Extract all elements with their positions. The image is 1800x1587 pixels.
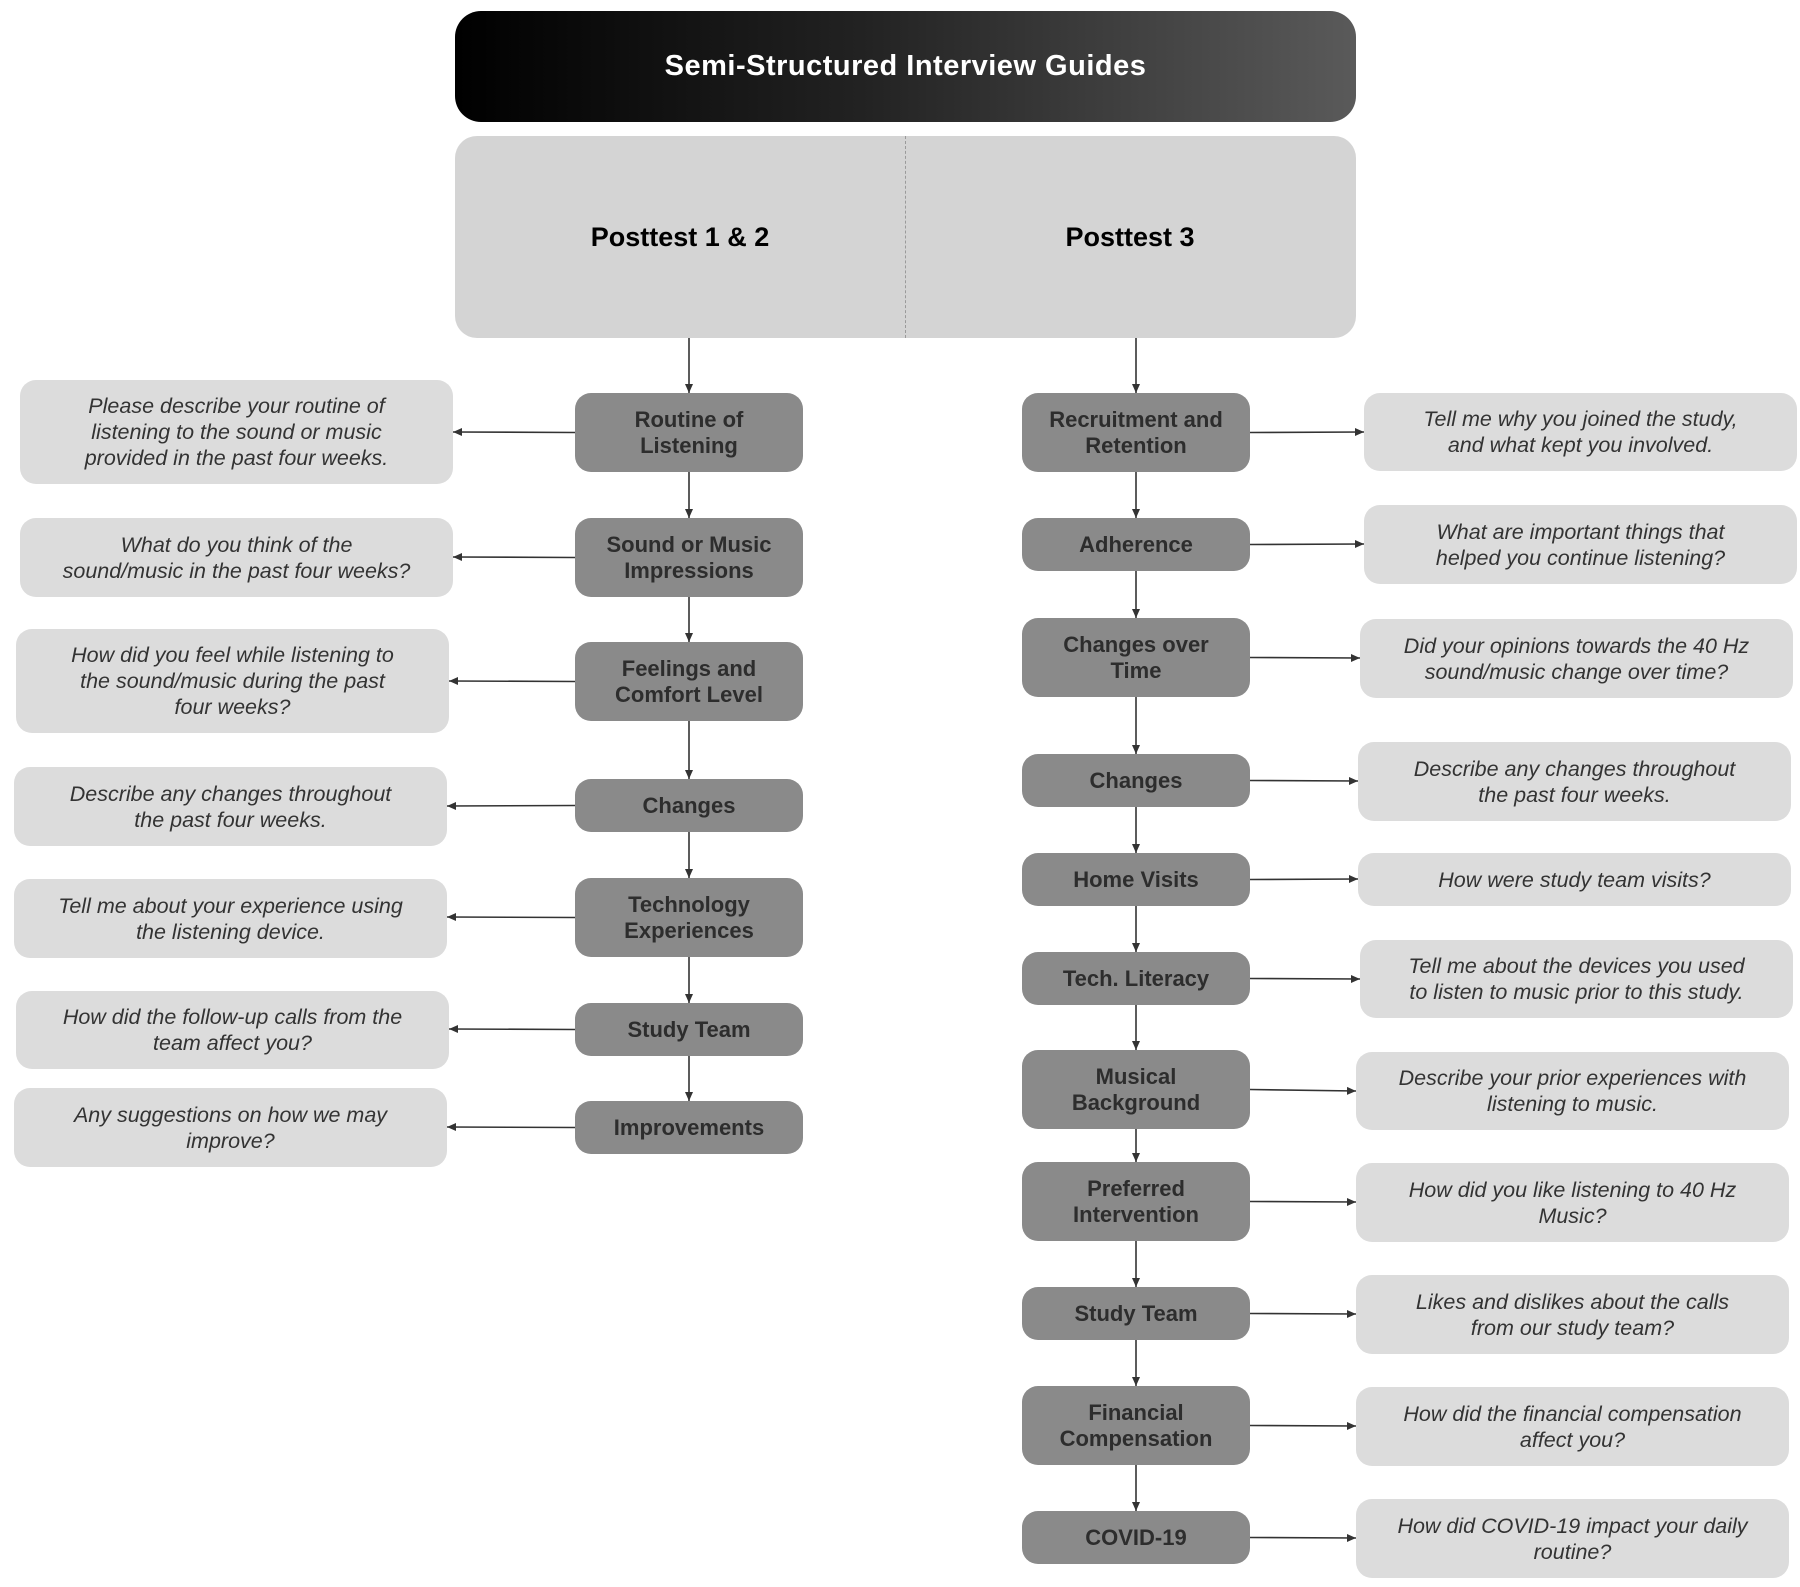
topic-node: Recruitment and Retention <box>1022 393 1250 472</box>
topic-node: Improvements <box>575 1101 803 1154</box>
question-box: Did your opinions towards the 40 Hz soun… <box>1360 619 1793 698</box>
question-arrow <box>1249 1533 1357 1542</box>
topic-node: Study Team <box>1022 1287 1250 1340</box>
question-arrow <box>446 801 576 810</box>
topic-node: Feelings and Comfort Level <box>575 642 803 721</box>
question-box: Tell me about the devices you used to li… <box>1360 940 1793 1018</box>
question-box: How did the follow-up calls from the tea… <box>16 991 449 1069</box>
question-box: Likes and dislikes about the calls from … <box>1356 1275 1789 1354</box>
column-heading-posttest-3: Posttest 3 <box>1065 221 1195 252</box>
topic-node: Musical Background <box>1022 1050 1250 1129</box>
question-box: Any suggestions on how we may improve? <box>14 1088 447 1167</box>
question-arrow <box>446 1123 576 1132</box>
question-box: Describe your prior experiences with lis… <box>1356 1052 1789 1130</box>
topic-node: Study Team <box>575 1003 803 1056</box>
question-box: Please describe your routine of listenin… <box>20 380 453 484</box>
question-arrow <box>1249 776 1359 785</box>
question-arrow <box>1249 974 1361 983</box>
topic-node: Changes over Time <box>1022 618 1250 697</box>
question-arrow <box>1249 540 1365 549</box>
question-box: Tell me why you joined the study, and wh… <box>1364 393 1797 471</box>
question-arrow <box>446 913 576 922</box>
question-arrow <box>1249 1421 1357 1430</box>
question-box: What are important things that helped yo… <box>1364 505 1797 584</box>
topic-node: Routine of Listening <box>575 393 803 472</box>
question-box: How did the financial compensation affec… <box>1356 1387 1789 1466</box>
topic-node: Financial Compensation <box>1022 1386 1250 1465</box>
question-arrow <box>1249 653 1361 662</box>
topic-node: Adherence <box>1022 518 1250 571</box>
question-arrow <box>1249 428 1365 437</box>
question-arrow <box>452 553 576 562</box>
topic-node: Preferred Intervention <box>1022 1162 1250 1241</box>
question-arrow <box>448 677 576 686</box>
question-box: Tell me about your experience using the … <box>14 879 447 958</box>
question-arrow <box>1249 1309 1357 1318</box>
question-arrow <box>1249 1197 1357 1206</box>
column-divider <box>905 136 906 338</box>
question-box: How did you like listening to 40 Hz Musi… <box>1356 1163 1789 1242</box>
question-arrow <box>452 428 576 437</box>
question-box: How did COVID-19 impact your daily routi… <box>1356 1499 1789 1578</box>
diagram-title: Semi-Structured Interview Guides <box>455 11 1356 122</box>
question-arrow <box>448 1025 576 1034</box>
question-box: Describe any changes throughout the past… <box>1358 742 1791 821</box>
topic-node: Home Visits <box>1022 853 1250 906</box>
topic-node: COVID-19 <box>1022 1511 1250 1564</box>
topic-node: Tech. Literacy <box>1022 952 1250 1005</box>
columns-header-panel: Posttest 1 & 2 Posttest 3 <box>455 136 1356 338</box>
question-arrow <box>1249 875 1359 884</box>
question-box: Describe any changes throughout the past… <box>14 767 447 846</box>
question-arrow <box>1249 1086 1357 1095</box>
column-heading-posttest-1-2: Posttest 1 & 2 <box>590 221 770 252</box>
question-box: How were study team visits? <box>1358 853 1791 906</box>
topic-node: Sound or Music Impressions <box>575 518 803 597</box>
question-box: What do you think of the sound/music in … <box>20 518 453 597</box>
topic-node: Changes <box>1022 754 1250 807</box>
topic-node: Technology Experiences <box>575 878 803 957</box>
question-box: How did you feel while listening to the … <box>16 629 449 733</box>
topic-node: Changes <box>575 779 803 832</box>
